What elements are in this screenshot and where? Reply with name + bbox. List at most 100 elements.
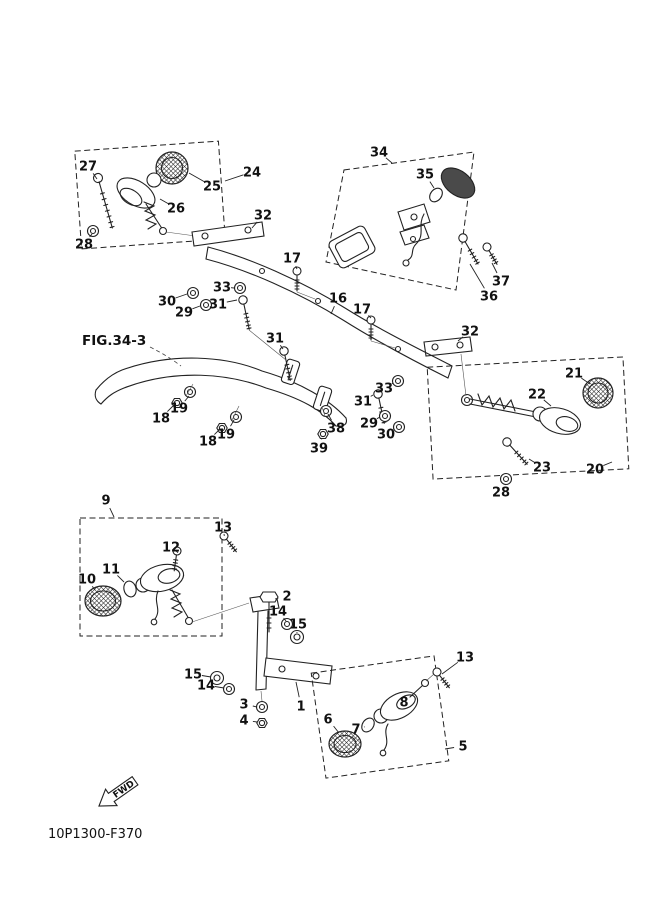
stem xyxy=(145,203,164,231)
fwd-arrow-shape xyxy=(98,775,139,807)
washer-14-b xyxy=(222,682,236,696)
leader-line-38 xyxy=(327,413,332,421)
fender-fig34-3 xyxy=(94,346,348,427)
wire-connector xyxy=(379,749,387,757)
fwd-arrow: FWD xyxy=(98,775,139,807)
washer-29-right xyxy=(378,409,392,423)
part-callout-13-47: 13 xyxy=(456,651,474,666)
leader-line-16 xyxy=(330,306,335,315)
leader-line-3 xyxy=(252,705,258,708)
stay-hole xyxy=(258,267,266,275)
part-callout-23-31: 23 xyxy=(533,461,551,476)
plate-hole xyxy=(201,232,209,240)
body xyxy=(139,563,185,593)
bracket-hole xyxy=(409,235,417,243)
washer-28-front xyxy=(86,224,100,238)
assembly-tail-signal xyxy=(310,655,454,779)
fender-bottom-curve xyxy=(100,374,337,427)
leader-line-1 xyxy=(295,681,300,698)
part-callout-29-9: 29 xyxy=(175,306,193,321)
part-callout-2-39: 2 xyxy=(282,590,291,605)
body-22-inner xyxy=(555,416,579,432)
leader-line-6 xyxy=(333,725,340,734)
nut-4 xyxy=(256,717,268,729)
group-box-20 xyxy=(426,356,630,480)
leader-line-31 xyxy=(370,394,374,397)
stay-hole xyxy=(314,297,322,305)
leader-line-34 xyxy=(385,157,393,164)
bracket-hole xyxy=(410,213,418,221)
part-callout-31-26: 31 xyxy=(354,395,372,410)
assembly-line xyxy=(460,353,467,397)
stay-end xyxy=(205,246,209,260)
wire xyxy=(383,723,389,751)
lens-10-rim xyxy=(89,590,117,612)
leader-line-29 xyxy=(376,416,381,420)
part-callout-28-4: 28 xyxy=(75,238,93,253)
part-callout-14-43: 14 xyxy=(197,679,215,694)
part-callout-19-19: 19 xyxy=(170,402,188,417)
plate-hole xyxy=(456,341,464,349)
leader-line-18 xyxy=(214,428,221,435)
stem xyxy=(171,589,190,620)
assembly-front-left-signal xyxy=(74,140,226,250)
leader-line-24 xyxy=(224,174,244,182)
bulb-35 xyxy=(429,187,443,203)
group-box-5 xyxy=(310,655,450,779)
part-callout-34-11: 34 xyxy=(370,146,388,161)
assembly-rear-left-signal xyxy=(79,517,250,637)
spring xyxy=(477,393,516,412)
lens-21 xyxy=(582,377,614,409)
body-22 xyxy=(538,407,582,435)
part-callout-3-44: 3 xyxy=(239,698,248,713)
leader-line-23 xyxy=(528,458,535,463)
part-callout-28-32: 28 xyxy=(492,486,510,501)
leader-line-18 xyxy=(167,404,175,412)
leader-line-11 xyxy=(117,575,125,583)
leader-line-28 xyxy=(504,483,506,486)
figure-reference: FIG.34-3 xyxy=(82,333,146,349)
part-callout-16-13: 16 xyxy=(329,292,347,307)
leader-line-32 xyxy=(457,336,464,342)
fig-reference-leader xyxy=(149,346,182,367)
part-callout-12-36: 12 xyxy=(162,541,180,556)
bracket-foot xyxy=(263,657,333,685)
leader-line-9 xyxy=(109,507,115,518)
stem-washer xyxy=(420,678,430,688)
washer-19-b xyxy=(229,410,243,424)
assembly-line xyxy=(260,690,263,702)
lens-25 xyxy=(155,151,189,185)
part-callout-30-8: 30 xyxy=(158,295,176,310)
plate-hole xyxy=(244,226,252,234)
part-callout-37-15: 37 xyxy=(492,275,510,290)
body-24-inner xyxy=(119,187,143,207)
bulb-11 xyxy=(123,580,137,598)
bolt-2-head xyxy=(259,591,279,603)
fender-end xyxy=(335,417,348,427)
part-callout-39-24: 39 xyxy=(310,442,328,457)
assembly-line xyxy=(425,673,435,682)
wire xyxy=(407,213,425,261)
bolt-17-right xyxy=(366,315,376,341)
part-callout-17-14: 17 xyxy=(353,303,371,318)
washer-30-left xyxy=(186,286,200,300)
body-inner xyxy=(157,568,181,584)
leader-line-2 xyxy=(274,597,279,600)
part-callout-27-0: 27 xyxy=(79,160,97,175)
lens-21-rim xyxy=(587,382,609,404)
part-callout-29-27: 29 xyxy=(360,417,378,432)
stem-washer xyxy=(184,616,194,626)
part-callout-15-42: 15 xyxy=(184,668,202,683)
bracket-lower xyxy=(399,224,430,246)
leader-line-27 xyxy=(92,173,98,180)
body-8-inner xyxy=(396,694,416,710)
figure-code: 10P1300-F370 xyxy=(48,827,142,842)
bulb-7 xyxy=(361,717,375,733)
group-box-9 xyxy=(79,517,223,637)
part-callout-18-20: 18 xyxy=(152,412,170,427)
bracket-plate xyxy=(397,203,431,231)
leader-line-25 xyxy=(188,172,205,182)
stem xyxy=(409,684,424,698)
assembly-line xyxy=(231,405,240,421)
